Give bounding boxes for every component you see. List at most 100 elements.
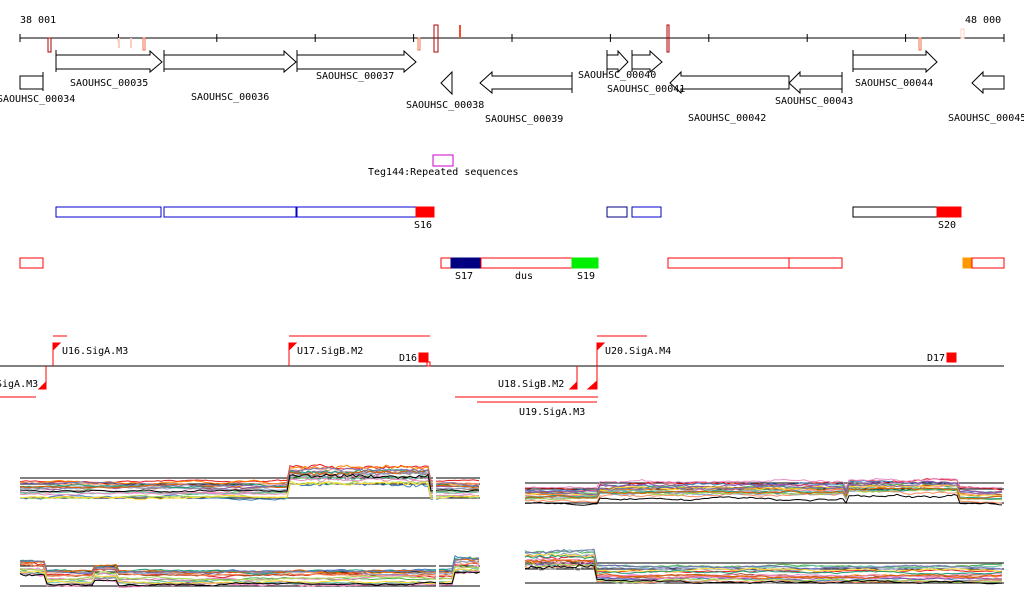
regulatory-labels: U16.SigA.M3 U17.SigB.M2 U20.SigA.M4 SigA…	[0, 346, 945, 418]
expression-trace	[19, 473, 480, 493]
segment[interactable]	[852, 206, 938, 218]
expression-trace	[19, 567, 480, 585]
segment[interactable]	[163, 206, 297, 218]
gene-SAOUHSC_00035[interactable]	[55, 49, 163, 74]
promoter-reverse[interactable]	[37, 366, 47, 390]
expression-trace	[19, 569, 480, 586]
promoter-label: U17.SigB.M2	[297, 346, 363, 357]
expression-trace	[525, 480, 1003, 494]
segment[interactable]	[296, 206, 417, 218]
expression-panel	[524, 477, 1004, 506]
axis-end-label: 48 000	[965, 15, 1001, 26]
expression-panel	[524, 548, 1004, 585]
expression-trace	[19, 571, 480, 587]
segment-label: dus	[515, 271, 533, 282]
gene-label: SAOUHSC_00039	[485, 114, 563, 125]
segment-label: S17	[455, 271, 473, 282]
segment[interactable]	[971, 257, 1005, 269]
gene-label: SAOUHSC_00036	[191, 92, 269, 103]
promoter-U19[interactable]	[586, 366, 598, 390]
gene-SAOUHSC_00044[interactable]	[852, 49, 938, 74]
gene-SAOUHSC_00043[interactable]	[788, 70, 843, 95]
gene-SAOUHSC_00041[interactable]	[631, 49, 663, 74]
expression-trace	[19, 565, 480, 582]
axis-marks	[47, 24, 965, 53]
gene-label: SAOUHSC_00044	[855, 78, 933, 89]
repeat-label: Teg144:Repeated sequences	[368, 167, 519, 178]
gene-SAOUHSC_00034[interactable]	[19, 72, 44, 91]
expression-trace	[19, 468, 480, 489]
terminator-D17[interactable]	[946, 352, 957, 363]
segment-track-top	[55, 206, 962, 218]
promoter-label: U19.SigA.M3	[519, 407, 585, 418]
expression-trace	[19, 557, 480, 575]
segment-label: S19	[577, 271, 595, 282]
expression-trace	[524, 559, 1003, 580]
gene-label: SAOUHSC_00035	[70, 78, 148, 89]
promoter-U20[interactable]	[596, 342, 606, 366]
regulatory-track	[0, 335, 957, 403]
gene-label: SAOUHSC_00045	[948, 113, 1024, 124]
segment[interactable]	[667, 257, 790, 269]
expression-trace	[524, 557, 1003, 578]
gene-SAOUHSC_00040[interactable]	[606, 49, 629, 74]
gene-label: SAOUHSC_00042	[688, 113, 766, 124]
segment[interactable]	[788, 257, 843, 269]
gene-SAOUHSC_00045[interactable]	[971, 70, 1005, 95]
expression-trace	[19, 561, 480, 578]
segment-label: S16	[414, 220, 432, 231]
coordinate-axis	[19, 34, 1005, 42]
expression-trace	[524, 553, 1003, 573]
gene-SAOUHSC_00037[interactable]	[296, 49, 417, 74]
gene-SAOUHSC_00036[interactable]	[163, 49, 297, 74]
expression-trace	[19, 480, 480, 501]
expression-plots	[19, 445, 1004, 603]
promoter-U16[interactable]	[52, 342, 62, 366]
expression-trace	[524, 484, 1003, 497]
promoter-label: U18.SigB.M2	[498, 379, 564, 390]
gene-SAOUHSC_00038[interactable]	[440, 70, 453, 96]
expression-panel	[19, 445, 480, 515]
segment-S17[interactable]	[450, 257, 482, 269]
segment[interactable]	[606, 206, 628, 218]
expression-panel	[19, 533, 480, 603]
gene-label: SAOUHSC_00034	[0, 94, 75, 105]
expression-trace	[524, 493, 1003, 506]
expression-trace	[524, 477, 1003, 490]
gene-label: SAOUHSC_00040	[578, 70, 656, 81]
segment-S16[interactable]	[415, 206, 435, 218]
expression-trace	[524, 564, 1003, 585]
promoter-label: U16.SigA.M3	[62, 346, 128, 357]
segment[interactable]	[55, 206, 162, 218]
expression-trace	[524, 489, 1003, 504]
terminator-D16[interactable]	[418, 352, 429, 363]
gene-label: SAOUHSC_00043	[775, 96, 853, 107]
segment[interactable]	[440, 257, 452, 269]
gene-SAOUHSC_00039[interactable]	[479, 70, 573, 95]
gene-labels: SAOUHSC_00034 SAOUHSC_00035 SAOUHSC_0003…	[0, 70, 1024, 125]
expression-trace	[19, 467, 480, 487]
gene-SAOUHSC_00042[interactable]	[669, 70, 790, 95]
segment-S20[interactable]	[936, 206, 962, 218]
promoter-U17[interactable]	[288, 342, 298, 366]
segment[interactable]	[631, 206, 662, 218]
terminator-label: D16	[399, 353, 417, 364]
promoter-U18[interactable]	[568, 366, 578, 390]
gene-label: SAOUHSC_00037	[316, 71, 394, 82]
segment-label: S20	[938, 220, 956, 231]
segment[interactable]	[962, 257, 973, 269]
repeat-feature[interactable]	[432, 154, 454, 167]
gene-label: SAOUHSC_00038	[406, 100, 484, 111]
segment-dus[interactable]	[480, 257, 573, 269]
gene-label: SAOUHSC_00041	[607, 84, 685, 95]
axis-start-label: 38 001	[20, 15, 56, 26]
segment[interactable]	[19, 257, 44, 269]
segment-S19[interactable]	[571, 257, 599, 269]
promoter-label: SigA.M3	[0, 379, 38, 390]
terminator-label: D17	[927, 353, 945, 364]
expression-trace	[524, 548, 1003, 570]
expression-trace	[524, 554, 1003, 575]
expression-trace	[19, 478, 480, 497]
